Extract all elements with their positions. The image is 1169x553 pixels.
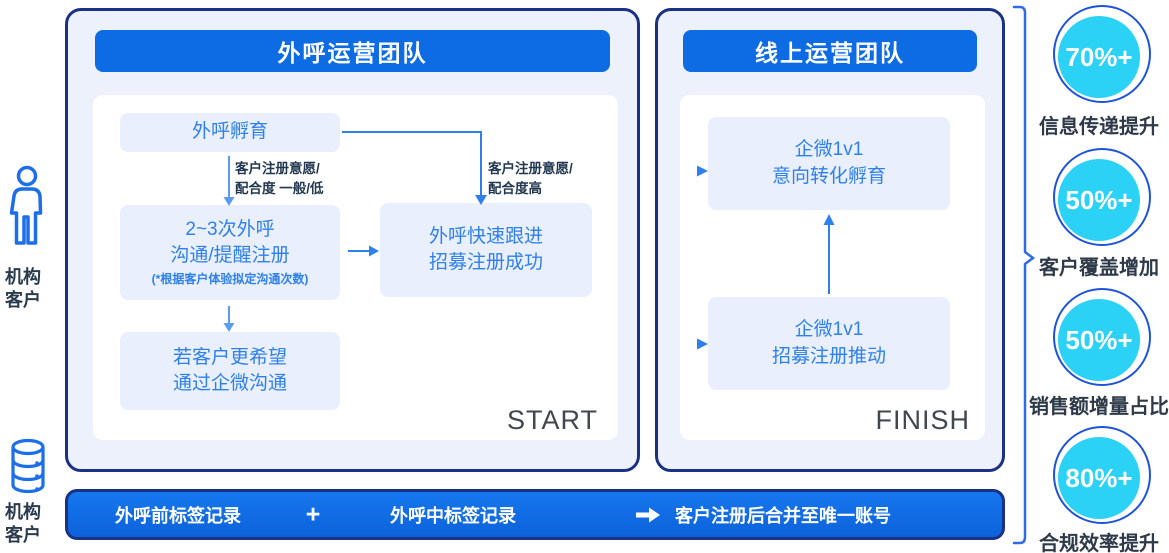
edge-label-low-willingness: 客户注册意愿/ 配合度 一般/低 [235,161,324,196]
node-2-3-calls: 2~3次外呼 沟通/提醒注册 (*根据客户体验拟定沟通次数) [120,205,340,300]
finish-tag: FINISH [875,405,970,435]
plus-icon: + [305,500,321,528]
node-wecom-nurture: 企微1v1 意向转化孵育 [708,117,950,210]
tag-record-bar: 外呼前标签记录 + 外呼中标签记录 客户注册后合并至唯一账号 [65,489,1005,540]
online-flow-area: 企微1v1 意向转化孵育 企微1v1 招募注册推动 FINISH [680,95,985,440]
kpi-circle-compliance-efficiency: 80%+ [1053,426,1151,524]
bar-segment-merge-account: 客户注册后合并至唯一账号 [675,505,891,526]
kpi-label-compliance-efficiency: 合规效率提升 [1039,533,1159,553]
kpi-label-info-delivery: 信息传递提升 [1039,116,1159,138]
outbound-team-panel: 外呼运营团队 外呼孵育 客户注册意愿/ 配合度 一般/低 客户注册意愿/ 配合度… [65,8,640,472]
marker-label-bottom: 机构 客户 [5,502,41,545]
database-icon [11,438,45,494]
bar-segment-pre-call-tags: 外呼前标签记录 [115,505,241,526]
marker-label-top: 机构 客户 [5,267,41,310]
bar-segment-in-call-tags: 外呼中标签记录 [390,505,516,526]
arrow-right-icon [636,507,660,522]
node-prefer-wecom: 若客户更希望 通过企微沟通 [120,332,340,410]
node-outbound-incubation: 外呼孵育 [120,113,340,152]
kpi-circle-info-delivery: 70%+ [1053,5,1151,103]
kpi-label-sales-increment: 销售额增量占比 [1029,396,1169,418]
online-team-panel: 线上运营团队 企微1v1 意向转化孵育 企微1v1 招募注册推动 FINISH [655,8,1005,472]
group-bracket [1012,5,1036,545]
node-fast-followup: 外呼快速跟进 招募注册成功 [380,203,592,297]
kpi-circle-sales-increment: 50%+ [1053,288,1151,386]
kpi-circle-customer-coverage: 50%+ [1053,148,1151,246]
node-wecom-push: 企微1v1 招募注册推动 [708,297,950,390]
outbound-flow-area: 外呼孵育 客户注册意愿/ 配合度 一般/低 客户注册意愿/ 配合度高 2~3次外… [93,95,618,440]
node-calls-note: (*根据客户体验拟定沟通次数) [151,272,309,287]
edge-label-high-willingness: 客户注册意愿/ 配合度高 [488,161,573,196]
start-tag: START [506,405,598,435]
person-icon [9,165,43,245]
online-panel-title: 线上运营团队 [683,30,977,72]
kpi-label-customer-coverage: 客户覆盖增加 [1039,257,1159,279]
outbound-panel-title: 外呼运营团队 [95,30,610,72]
